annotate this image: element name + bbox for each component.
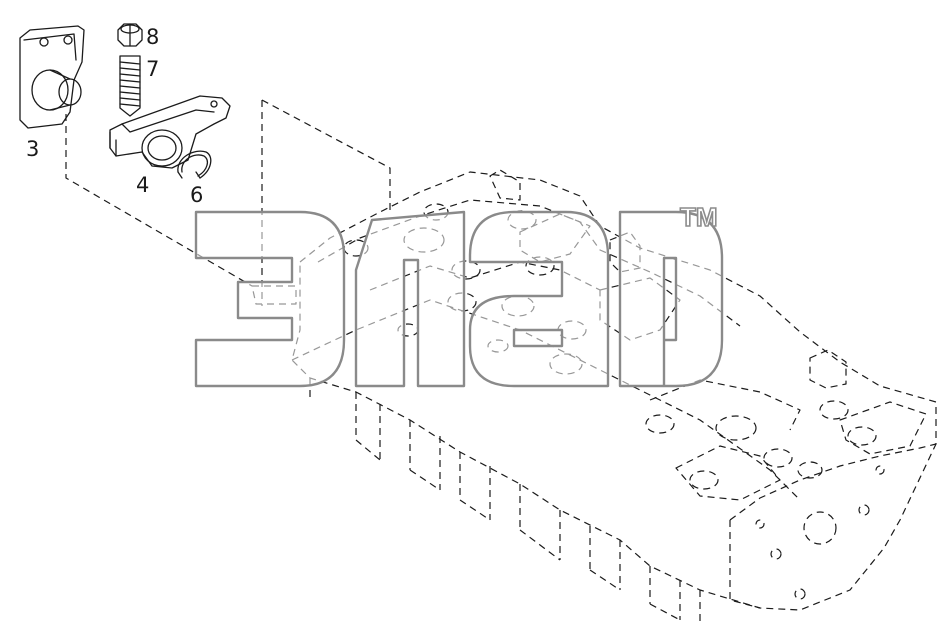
- part-3-rocker-bracket: [19, 25, 85, 129]
- callout-6: 6: [190, 183, 203, 207]
- watermark-logo: TM: [194, 201, 724, 388]
- part-6-snap-ring: [177, 150, 212, 179]
- callout-3: 3: [26, 137, 39, 161]
- part-4-rocker-arm: [109, 95, 231, 169]
- part-8-nut: [117, 23, 143, 47]
- callout-7: 7: [146, 57, 159, 81]
- part-7-adjusting-screw: [119, 55, 141, 117]
- callout-8: 8: [146, 25, 159, 49]
- callout-4: 4: [136, 173, 149, 197]
- watermark-trademark: TM: [680, 202, 718, 232]
- callout-labels: 3 4 6 7 8: [26, 25, 203, 207]
